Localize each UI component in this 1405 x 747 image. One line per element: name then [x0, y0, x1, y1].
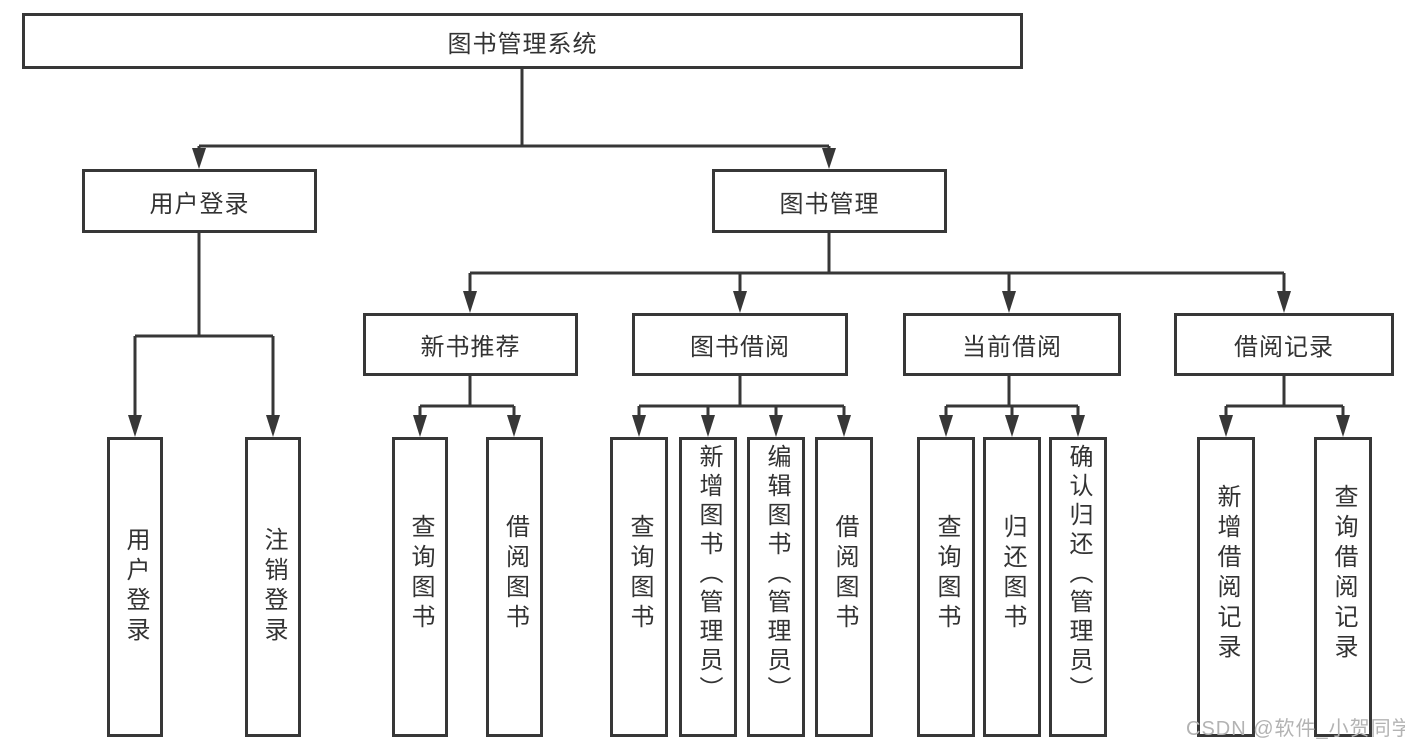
leaf-bb-add-books-admin-label: 新增图书（管理员）	[695, 443, 722, 705]
leaf-br-add-record: 新增借阅记录	[1197, 437, 1255, 737]
leaf-cb-confirm-return-admin: 确认归还（管理员）	[1049, 437, 1107, 737]
leaf-cb-return-books-label: 归还图书	[999, 514, 1026, 634]
node-book-borrow: 图书借阅	[632, 313, 848, 376]
leaf-bb-edit-books-admin-label: 编辑图书（管理员）	[763, 443, 790, 705]
leaf-cb-confirm-return-admin-label: 确认归还（管理员）	[1065, 443, 1092, 705]
leaf-br-query-record-label: 查询借阅记录	[1330, 484, 1357, 664]
leaf-nb-borrow-books: 借阅图书	[486, 437, 543, 737]
node-user-login: 用户登录	[82, 169, 317, 233]
node-borrow-records-label: 借阅记录	[1234, 334, 1334, 361]
leaf-logout-login-label: 注销登录	[260, 527, 287, 647]
node-user-login-label: 用户登录	[149, 190, 250, 218]
leaf-br-query-record: 查询借阅记录	[1314, 437, 1372, 737]
leaf-br-add-record-label: 新增借阅记录	[1213, 484, 1240, 664]
leaf-nb-query-books-label: 查询图书	[407, 514, 434, 634]
leaf-logout-login: 注销登录	[245, 437, 301, 737]
node-book-management-label: 图书管理	[779, 190, 880, 218]
leaf-bb-query-books: 查询图书	[610, 437, 668, 737]
leaf-nb-borrow-books-label: 借阅图书	[501, 514, 529, 634]
leaf-bb-borrow-books: 借阅图书	[815, 437, 873, 737]
node-borrow-records: 借阅记录	[1174, 313, 1394, 376]
leaf-bb-query-books-label: 查询图书	[626, 514, 653, 634]
node-new-book-recommend: 新书推荐	[363, 313, 578, 376]
leaf-nb-query-books: 查询图书	[392, 437, 448, 737]
leaf-user-login-label: 用户登录	[122, 527, 149, 647]
node-current-borrow-label: 当前借阅	[962, 334, 1062, 361]
node-book-management: 图书管理	[712, 169, 947, 233]
node-root: 图书管理系统	[22, 13, 1023, 69]
leaf-cb-query-books-label: 查询图书	[933, 514, 960, 634]
leaf-bb-borrow-books-label: 借阅图书	[831, 514, 858, 634]
leaf-user-login: 用户登录	[107, 437, 163, 737]
node-root-label: 图书管理系统	[447, 30, 598, 58]
leaf-cb-query-books: 查询图书	[917, 437, 975, 737]
node-current-borrow: 当前借阅	[903, 313, 1121, 376]
leaf-bb-edit-books-admin: 编辑图书（管理员）	[747, 437, 805, 737]
node-new-book-recommend-label: 新书推荐	[420, 334, 521, 361]
leaf-cb-return-books: 归还图书	[983, 437, 1041, 737]
leaf-bb-add-books-admin: 新增图书（管理员）	[679, 437, 737, 737]
watermark: CSDN @软件_小贺同学	[1186, 718, 1405, 740]
node-book-borrow-label: 图书借阅	[690, 334, 790, 361]
